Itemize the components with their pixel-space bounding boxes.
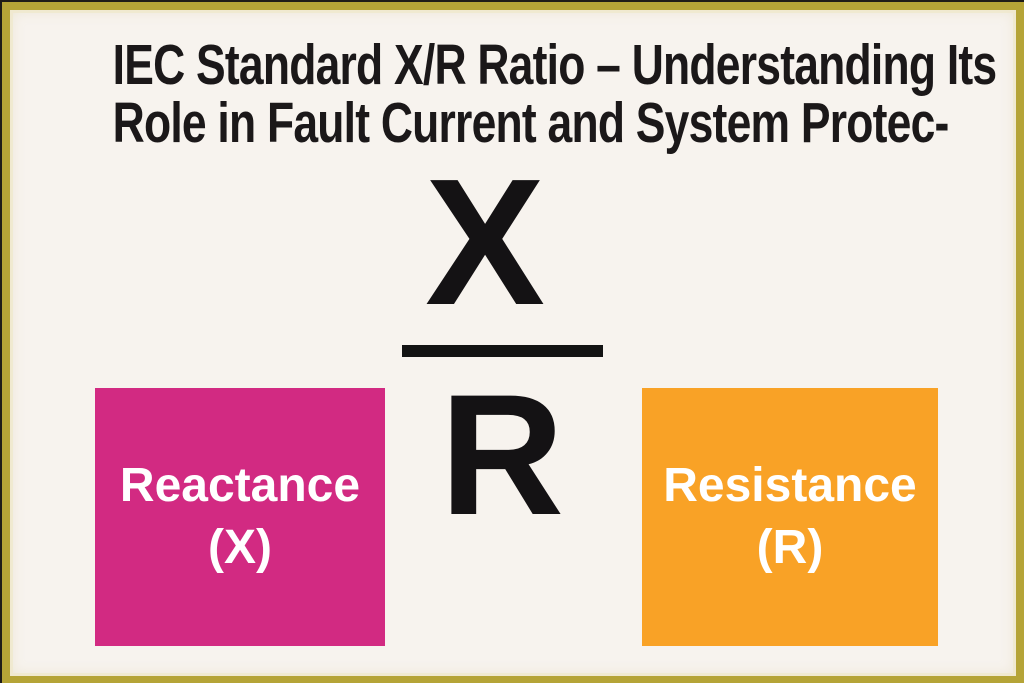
page-title: IEC Standard X/R Ratio – Understanding I… xyxy=(112,33,998,155)
resistance-box: Resistance (R) xyxy=(642,388,938,646)
title-line-1: IEC Standard X/R Ratio – Understanding I… xyxy=(112,33,998,97)
reactance-label: Reactance xyxy=(119,459,361,512)
fraction-numerator-x: X xyxy=(424,142,546,343)
reactance-box: Reactance (X) xyxy=(95,388,385,646)
resistance-symbol: (R) xyxy=(756,521,824,574)
resistance-label: Resistance xyxy=(663,459,917,512)
title-line-2: Role in Fault Current and System Protec- xyxy=(112,91,950,155)
fraction-denominator-r: R xyxy=(439,359,565,551)
reactance-symbol: (X) xyxy=(208,521,272,574)
fraction-divider-bar xyxy=(402,345,603,357)
